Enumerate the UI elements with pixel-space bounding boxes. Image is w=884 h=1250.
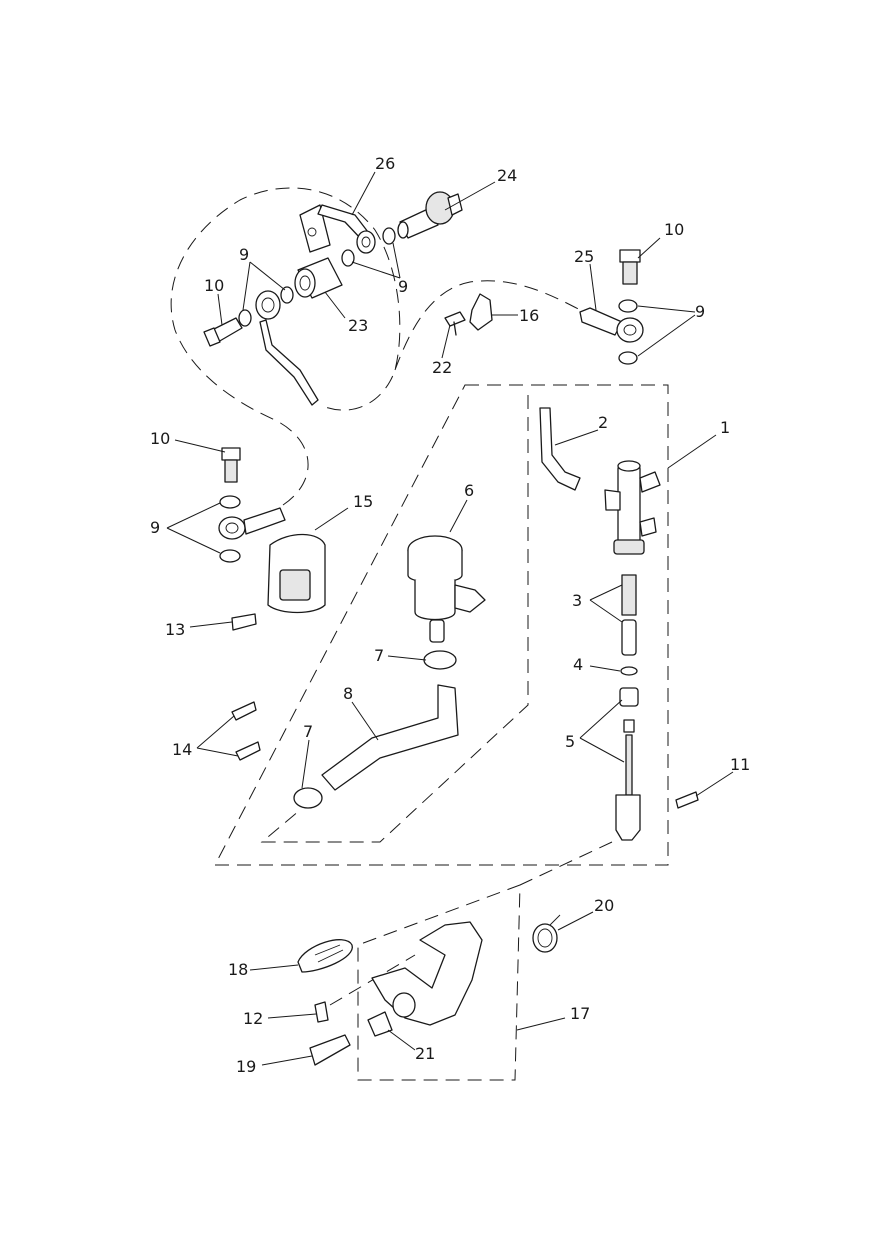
circlip	[620, 666, 638, 676]
callout-24: 24	[497, 166, 517, 185]
callout-16: 16	[519, 306, 539, 325]
callout-17: 17	[570, 1004, 590, 1023]
callout-15: 15	[353, 492, 373, 511]
callout-13: 13	[165, 620, 185, 639]
retaining-clip	[314, 1001, 329, 1023]
callout-11: 11	[730, 755, 750, 774]
callout-23: 23	[348, 316, 368, 335]
callout-7-lower: 7	[303, 722, 313, 741]
brake-light-switch	[397, 191, 463, 239]
reservoir-guard	[267, 533, 326, 614]
callout-20: 20	[594, 896, 614, 915]
fluid-reservoir	[407, 535, 486, 643]
sealing-washer	[280, 286, 294, 304]
sealing-washer	[382, 227, 396, 245]
callout-9-right: 9	[695, 302, 705, 321]
sealing-washer	[618, 299, 638, 313]
callout-26: 26	[375, 154, 395, 173]
master-cylinder-body	[604, 460, 661, 555]
callout-4: 4	[573, 655, 583, 674]
group-outlines	[170, 187, 669, 1081]
parts	[203, 191, 699, 1066]
clevis-pin	[675, 791, 699, 809]
callout-25: 25	[574, 247, 594, 266]
sealing-washer	[238, 309, 252, 327]
callout-2: 2	[598, 413, 608, 432]
callouts: 1 2 3 4 5 6 7 7 8 9 9 9 9 10 10 10 11 12…	[150, 154, 750, 1076]
pivot-bolt	[309, 1034, 351, 1066]
screw	[231, 613, 257, 631]
banjo-hose-fitting	[299, 204, 376, 254]
pushrod	[615, 687, 641, 841]
callout-19: 19	[236, 1057, 256, 1076]
reservoir-group-outline	[260, 395, 529, 843]
callout-10-right: 10	[664, 220, 684, 239]
banjo-bolt	[221, 447, 241, 461]
reservoir-hose	[321, 684, 459, 791]
callout-12: 12	[243, 1009, 263, 1028]
callout-9-left: 9	[150, 518, 160, 537]
callout-18: 18	[228, 960, 248, 979]
clip-and-screw	[444, 293, 493, 336]
pedal-rubber	[297, 939, 353, 973]
callout-9-upper-left: 9	[239, 245, 249, 264]
callout-21: 21	[415, 1044, 435, 1063]
callout-14: 14	[172, 740, 192, 759]
master-cylinder-group-outline	[214, 384, 669, 866]
callout-10-upper-left: 10	[204, 276, 224, 295]
sealing-washer	[341, 249, 355, 267]
hose-elbow	[539, 407, 581, 491]
bolt	[235, 741, 261, 761]
callout-3: 3	[572, 591, 582, 610]
hose-banjo-left	[218, 507, 286, 540]
spring-and-piston	[621, 574, 637, 656]
banjo-bolt	[203, 317, 243, 347]
callout-7-upper: 7	[374, 646, 384, 665]
callout-9-upper-center: 9	[398, 277, 408, 296]
pivot-bush	[367, 1011, 393, 1037]
callout-6: 6	[464, 481, 474, 500]
sealing-washer	[618, 351, 638, 365]
callout-5: 5	[565, 732, 575, 751]
bolt	[231, 701, 257, 721]
hose-banjo-right	[579, 307, 644, 343]
hose-banjo-upper	[255, 290, 319, 406]
callout-1: 1	[720, 418, 730, 437]
pushrod-link-outline	[357, 841, 613, 1081]
brake-pedal	[371, 921, 483, 1026]
return-spring	[532, 914, 561, 953]
callout-22: 22	[432, 358, 452, 377]
pedal-pivot-boss	[392, 992, 416, 1018]
sealing-washer	[219, 549, 241, 563]
hose-routing-outline	[170, 187, 591, 506]
hose-clip	[293, 787, 323, 809]
banjo-bolt	[619, 249, 641, 285]
callout-10-left: 10	[150, 429, 170, 448]
callout-8: 8	[343, 684, 353, 703]
hose-clip	[423, 650, 457, 670]
leader-lines	[166, 171, 734, 1066]
hex-adaptor	[294, 257, 343, 299]
sealing-washer	[219, 495, 241, 509]
banjo-bolt-thread	[224, 459, 238, 483]
